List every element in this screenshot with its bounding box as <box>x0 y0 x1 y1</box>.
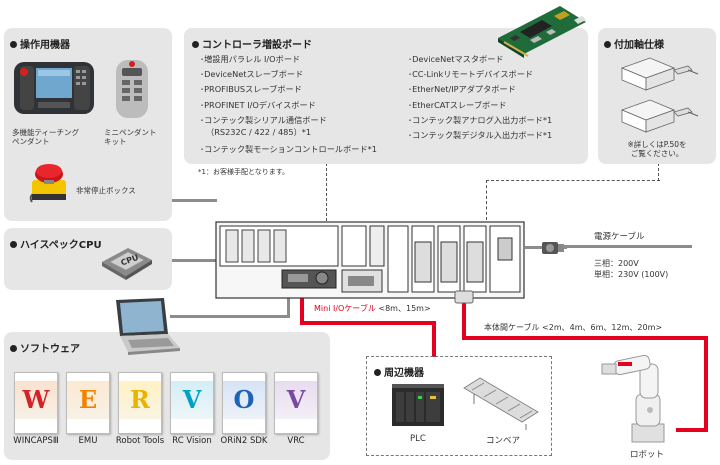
software-box-emu[interactable]: E <box>66 372 110 434</box>
software-box-rc-vision[interactable]: V <box>170 372 214 434</box>
teaching-pendant-label: 多機能ティーチング ペンダント <box>12 128 80 146</box>
expansion-right-list: ･DeviceNetマスタボード ･CC-Linkリモートデバイスボード ･Et… <box>408 52 552 143</box>
expansion-item: ･PROFINET I/Oデバイスボード <box>200 99 316 110</box>
expansion-item: ･コンテック製モーションコントロールボード*1 <box>200 143 377 154</box>
expansion-board-icon <box>498 6 586 58</box>
power-cable-tail <box>562 245 692 248</box>
teaching-pendant-icon <box>14 62 94 114</box>
software-name-robot-tools: Robot Tools <box>115 436 165 446</box>
emergency-stop-icon <box>29 164 66 203</box>
motor-icon <box>620 99 699 133</box>
axis-panel-note: ※詳しくはP.50を ご覧ください。 <box>627 140 687 158</box>
expansion-item: ･DeviceNetスレーブボード <box>200 69 304 80</box>
axis-dashed-line-h <box>486 180 660 181</box>
expansion-panel-title: コントローラ増設ボード <box>192 36 312 51</box>
expansion-item: （RS232C / 422 / 485）*1 <box>206 126 312 137</box>
expansion-footnote: *1：お客様手配となります。 <box>198 168 290 176</box>
robot-arm-icon <box>601 354 665 443</box>
expansion-item: ･コンテック製デジタル入出力ボード*1 <box>408 130 553 141</box>
plc-icon <box>392 384 444 426</box>
cpu-chip-icon: CPU <box>102 248 152 280</box>
expansion-left-list: ･増設用パラレル I/Oボード ･DeviceNetスレーブボード ･PROFI… <box>200 52 377 157</box>
mini-io-cable-v2 <box>432 321 436 357</box>
cpu-panel-title: ハイスペックCPU <box>10 236 102 251</box>
laptop-line-h <box>170 315 290 318</box>
peripheral-panel-title: 周辺機器 <box>374 364 424 379</box>
software-box-robot-tools[interactable]: R <box>118 372 162 434</box>
axis-dashed-line-down <box>486 180 487 220</box>
expansion-item: ･EtherNet/IPアダプタボード <box>408 84 516 95</box>
body-cable-v1 <box>462 300 466 340</box>
software-box-wincaps[interactable]: W <box>14 372 58 434</box>
body-cable-v2 <box>704 336 708 432</box>
software-name-wincaps: WINCAPSⅢ <box>13 436 59 446</box>
cpu-panel: ハイスペックCPU CPU <box>4 228 172 290</box>
software-box-orin2-sdk[interactable]: O <box>222 372 266 434</box>
mini-pendant-icon <box>116 60 148 118</box>
software-panel-title: ソフトウェア <box>10 340 80 355</box>
power-single-phase: 単相：230V (100V) <box>594 270 669 279</box>
expansion-item: ･増設用パラレル I/Oボード <box>200 54 301 64</box>
expansion-item: ･DeviceNetマスタボード <box>408 54 504 64</box>
plc-label: PLC <box>410 434 426 444</box>
laptop-icon <box>116 298 180 355</box>
body-cable-connector-icon <box>454 290 474 304</box>
software-name-rc-vision: RC Vision <box>172 436 212 446</box>
mini-pendant-label: ミニペンダント キット <box>104 128 157 146</box>
power-cable-title: 電源ケーブル <box>594 232 645 242</box>
peripheral-panel <box>366 356 552 456</box>
mini-io-cable-v1 <box>300 275 304 325</box>
mini-io-cable-h <box>300 321 436 325</box>
software-box-vrc[interactable]: V <box>274 372 318 434</box>
robot-label: ロボット <box>630 450 665 460</box>
mini-io-cable-label: Mini I/Oケーブル <8m、15m> <box>314 304 431 313</box>
power-three-phase: 三相：200V <box>594 259 639 268</box>
software-panel: ソフトウェア W WINCAPSⅢ E EMU R Robot Tools V … <box>4 332 330 460</box>
emergency-stop-label: 非常停止ボックス <box>76 186 136 195</box>
body-cable-h2 <box>676 428 708 432</box>
power-plug-icon <box>542 242 564 254</box>
cpu-to-controller-line <box>172 259 217 262</box>
motor-icon <box>620 57 699 91</box>
software-name-emu: EMU <box>78 436 98 446</box>
expansion-dashed-line <box>326 163 327 251</box>
expansion-item: ･EtherCATスレーブボード <box>408 99 507 110</box>
axis-panel-title: 付加軸仕様 <box>604 36 664 51</box>
operation-panel: 操作用機器 多機能ティーチング ペンダント ミニペンダント キット <box>4 28 172 221</box>
axis-panel: 付加軸仕様 ※詳しくはP.50を ご覧ください。 <box>598 28 716 164</box>
expansion-item: ･CC-Linkリモートデバイスボード <box>408 69 534 80</box>
expansion-item: ･PROFIBUSスレーブボード <box>200 84 302 95</box>
body-cable-h <box>462 336 708 340</box>
software-name-vrc: VRC <box>287 436 305 446</box>
axis-dashed-line-v <box>658 163 659 181</box>
body-cable-label: 本体間ケーブル <2m、4m、6m、12m、20m> <box>484 323 663 332</box>
controller-icon <box>215 221 525 299</box>
expansion-item: ･コンテック製シリアル通信ボード <box>200 114 327 125</box>
expansion-panel: コントローラ増設ボード ･増設用パラレル I/Oボード ･DeviceNetスレ… <box>184 28 588 164</box>
operation-panel-title: 操作用機器 <box>10 36 70 51</box>
expansion-item: ･コンテック製アナログ入出力ボード*1 <box>408 114 553 125</box>
conveyor-icon <box>463 377 539 430</box>
software-name-orin2-sdk: ORiN2 SDK <box>220 436 268 446</box>
conveyor-label: コンベア <box>486 436 521 446</box>
operation-to-controller-line <box>172 199 217 202</box>
